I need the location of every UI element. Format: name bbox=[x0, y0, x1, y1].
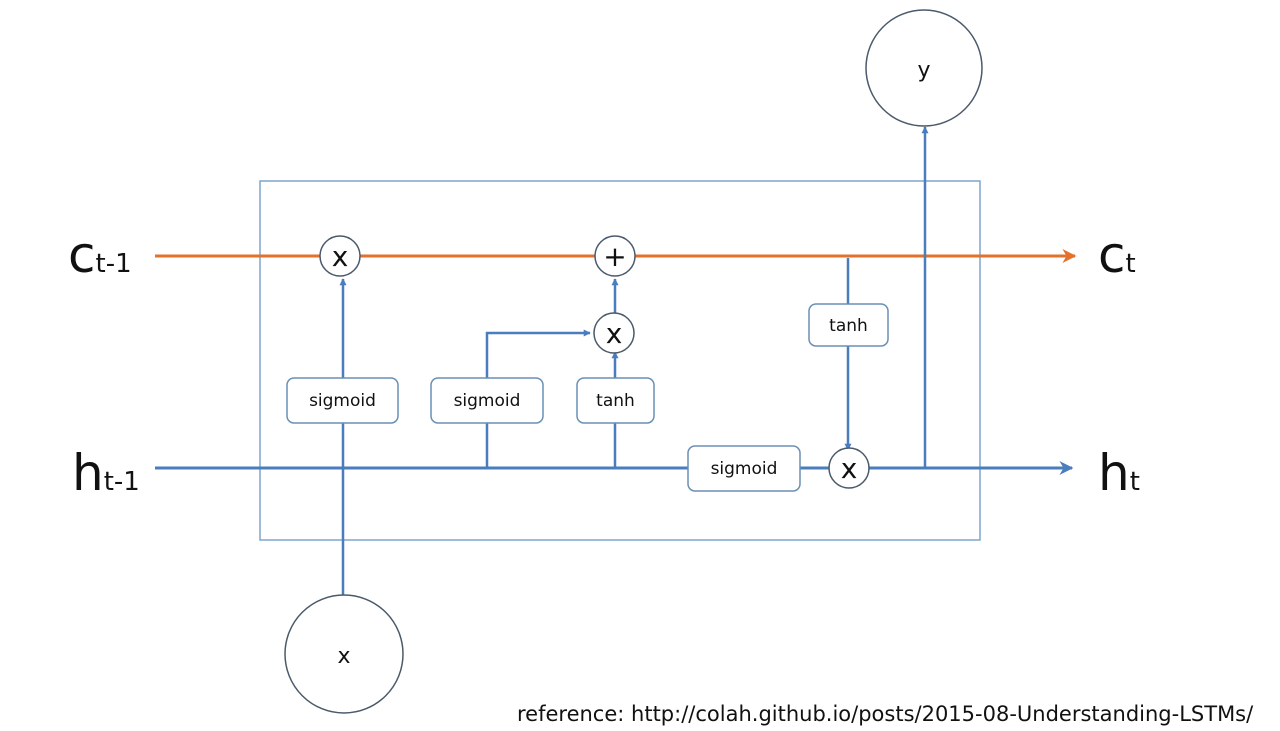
h-prev-main: h bbox=[72, 444, 104, 502]
c-prev-main: c bbox=[68, 226, 96, 284]
cell-tanh-box: tanh bbox=[808, 303, 889, 347]
input-node-label: x bbox=[337, 644, 350, 669]
output-node-label: y bbox=[917, 58, 930, 83]
input-gate-box: sigmoid bbox=[430, 377, 544, 424]
output-gate-label: sigmoid bbox=[711, 459, 778, 479]
h-next-main: h bbox=[1098, 444, 1130, 502]
forget-gate-box: sigmoid bbox=[286, 377, 399, 424]
c-next-label: ct bbox=[1098, 226, 1136, 284]
output-gate-box: sigmoid bbox=[687, 445, 801, 492]
cell-tanh-label: tanh bbox=[829, 316, 868, 336]
h-next-label: ht bbox=[1098, 444, 1140, 502]
forget-multiply-symbol: x bbox=[332, 240, 349, 273]
output-node: y bbox=[865, 9, 983, 127]
input-gate-label: sigmoid bbox=[454, 391, 521, 411]
input-node: x bbox=[284, 594, 404, 714]
lstm-cell-boundary bbox=[259, 180, 981, 541]
forget-multiply-node: x bbox=[319, 235, 361, 277]
c-prev-sub: t-1 bbox=[96, 249, 132, 279]
input-multiply-symbol: x bbox=[606, 317, 623, 350]
output-multiply-symbol: x bbox=[841, 452, 858, 485]
h-prev-label: ht-1 bbox=[72, 444, 140, 502]
reference-citation: reference: http://colah.github.io/posts/… bbox=[517, 702, 1254, 726]
h-prev-sub: t-1 bbox=[104, 467, 140, 497]
cell-add-node: + bbox=[594, 235, 636, 277]
candidate-box: tanh bbox=[576, 377, 655, 424]
output-multiply-node: x bbox=[828, 447, 870, 489]
cell-add-symbol: + bbox=[603, 240, 626, 273]
forget-gate-label: sigmoid bbox=[309, 391, 376, 411]
candidate-label: tanh bbox=[596, 391, 635, 411]
input-multiply-node: x bbox=[593, 312, 635, 354]
h-next-sub: t bbox=[1130, 467, 1140, 497]
c-prev-label: ct-1 bbox=[68, 226, 132, 284]
c-next-sub: t bbox=[1126, 249, 1136, 279]
c-next-main: c bbox=[1098, 226, 1126, 284]
